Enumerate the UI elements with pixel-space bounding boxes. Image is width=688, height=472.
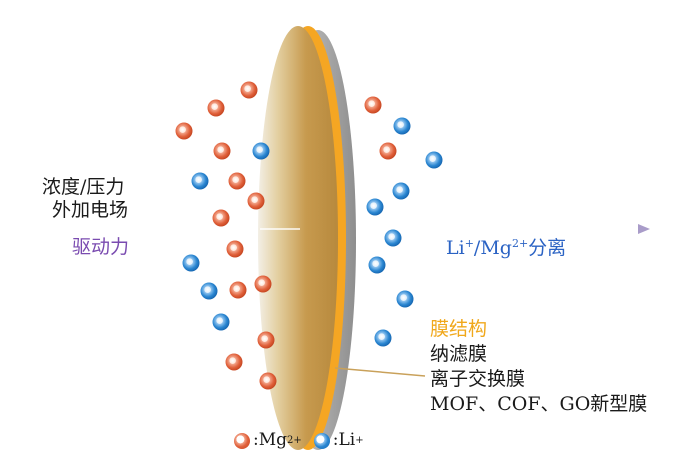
mg-ion-icon [234,432,250,449]
mg-ion-icon [257,331,275,349]
li-ion-icon [313,432,330,449]
li-ion-icon [212,313,230,331]
separation-arrowhead [638,224,650,234]
mg-ion-icon [259,372,277,390]
separation-suffix: 分离 [528,237,567,259]
mg-ion-icon [254,275,272,293]
li-ion-icon [392,182,410,200]
membrane-item-nanofiltration: 纳滤膜 [430,343,488,365]
li-ion-icon [366,198,384,216]
li-ion-icon [393,117,411,135]
driving-force-label: 驱动力 [72,236,130,258]
ion-layer [175,81,443,390]
separation-prefix: Li [446,237,465,259]
legend-mg-label: :Mg [253,430,288,450]
li-ion-icon [182,254,200,272]
li-ion-icon [425,151,443,169]
separation-slash: /Mg [473,237,512,259]
li-ion-icon [252,142,270,160]
mg-ion-icon [228,172,246,190]
legend-li-label: :Li [332,430,356,450]
membrane-structure-title: 膜结构 [430,318,488,340]
membrane-leader-line [334,367,426,377]
separation-mg-charge: 2+ [511,237,529,250]
li-ion-icon [396,290,414,308]
mg-ion-icon [213,142,231,160]
mg-ion-icon [240,81,258,99]
membrane-body [258,26,338,450]
membrane-item-ion-exchange: 离子交换膜 [430,368,526,390]
driving-label-line2: 外加电场 [52,199,129,221]
legend-mg-charge: 2+ [287,434,302,446]
li-ion-icon [200,282,218,300]
mg-ion-icon [364,96,382,114]
li-ion-icon [374,329,392,347]
separation-li-charge: + [464,237,474,250]
li-ion-icon [384,229,402,247]
mg-ion-icon [229,281,247,299]
mg-ion-icon [207,99,225,117]
mg-ion-icon [379,142,397,160]
mg-ion-icon [247,192,265,210]
li-ion-icon [191,172,209,190]
mg-ion-icon [212,209,230,227]
mg-ion-icon [175,122,193,140]
mg-ion-icon [226,240,244,258]
legend-li-charge: + [355,434,364,446]
driving-label-line1: 浓度/压力 [42,176,125,198]
separation-label: Li+/Mg2+分离 [446,238,566,258]
membrane-item-novel: MOF、COF、GO新型膜 [430,393,648,415]
li-ion-icon [368,256,386,274]
mg-ion-icon [225,353,243,371]
